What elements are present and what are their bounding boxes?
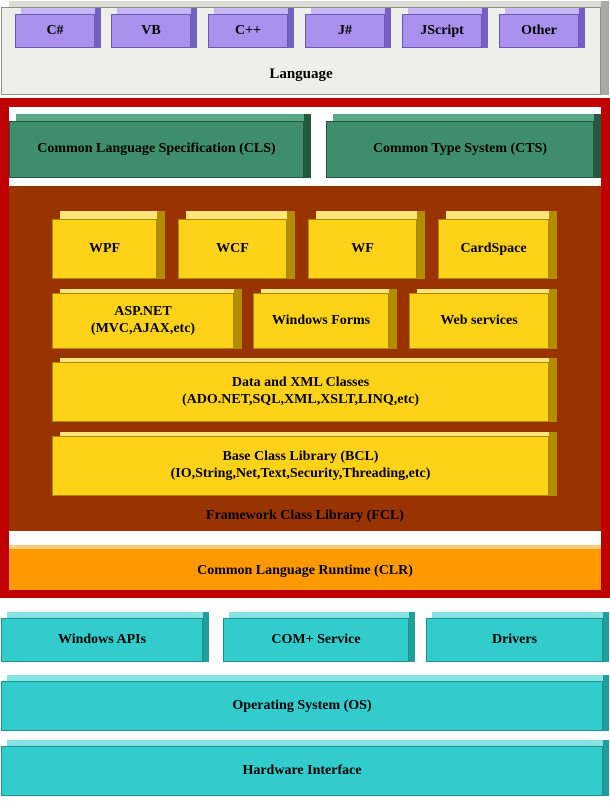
data-xml-box: Data and XML Classes (ADO.NET,SQL,XML,XS… — [52, 358, 557, 422]
wpf-box: WPF — [52, 211, 165, 279]
windows-apis-label: Windows APIs — [57, 631, 147, 647]
windows-forms-label: Windows Forms — [271, 312, 371, 328]
wcf-box: WCF — [178, 211, 295, 279]
cts-label: Common Type System (CTS) — [372, 141, 548, 157]
language-box-jsharp: J# — [305, 8, 391, 48]
aspnet-label-line2: (MVC,AJAX,etc) — [90, 321, 196, 336]
clr-label: Common Language Runtime (CLR) — [197, 563, 413, 578]
com-service-box: COM+ Service — [223, 612, 415, 662]
cardspace-label: CardSpace — [460, 240, 527, 256]
cls-box: Common Language Specification (CLS) — [9, 114, 311, 178]
drivers-box: Drivers — [426, 612, 609, 662]
language-box-jscript: JScript — [402, 8, 488, 48]
cardspace-box: CardSpace — [438, 211, 557, 279]
wpf-label: WPF — [88, 240, 121, 256]
cls-label: Common Language Specification (CLS) — [37, 141, 276, 157]
drivers-label: Drivers — [491, 631, 538, 647]
language-box-other: Other — [499, 8, 585, 48]
language-label-other: Other — [521, 22, 557, 38]
language-label: Language — [269, 66, 333, 82]
web-services-label: Web services — [440, 312, 518, 328]
windows-forms-box: Windows Forms — [253, 289, 397, 349]
language-label-csharp: C# — [46, 22, 64, 38]
hardware-box: Hardware Interface — [1, 740, 609, 796]
language-label-cpp: C++ — [234, 22, 262, 38]
data-xml-label-line2: (ADO.NET,SQL,XML,XSLT,LINQ,etc) — [182, 392, 419, 407]
os-box: Operating System (OS) — [1, 675, 609, 731]
language-label-jscript: JScript — [420, 22, 464, 38]
aspnet-box: ASP.NET (MVC,AJAX,etc) — [52, 289, 242, 349]
com-service-label: COM+ Service — [271, 631, 361, 647]
wcf-label: WCF — [216, 240, 249, 256]
wf-box: WF — [308, 211, 425, 279]
language-label-vb: VB — [141, 22, 161, 38]
hardware-label: Hardware Interface — [242, 762, 362, 778]
language-box-cpp: C++ — [208, 8, 294, 48]
language-box-csharp: C# — [15, 8, 101, 48]
os-label: Operating System (OS) — [232, 697, 372, 713]
bcl-box: Base Class Library (BCL) (IO,String,Net,… — [52, 432, 557, 496]
aspnet-label-line1: ASP.NET — [114, 304, 172, 320]
language-tier: Language — [1, 1, 609, 95]
cts-box: Common Type System (CTS) — [326, 114, 601, 178]
language-box-vb: VB — [111, 8, 197, 48]
data-xml-label-line1: Data and XML Classes — [231, 375, 370, 391]
windows-apis-box: Windows APIs — [1, 612, 209, 662]
bcl-label-line1: Base Class Library (BCL) — [222, 449, 379, 465]
web-services-box: Web services — [409, 289, 557, 349]
fcl-label: Framework Class Library (FCL) — [206, 508, 404, 523]
wf-label: WF — [351, 240, 374, 256]
language-label-jsharp: J# — [338, 22, 352, 38]
bcl-label-line2: (IO,String,Net,Text,Security,Threading,e… — [170, 466, 431, 481]
clr-band — [9, 545, 601, 590]
